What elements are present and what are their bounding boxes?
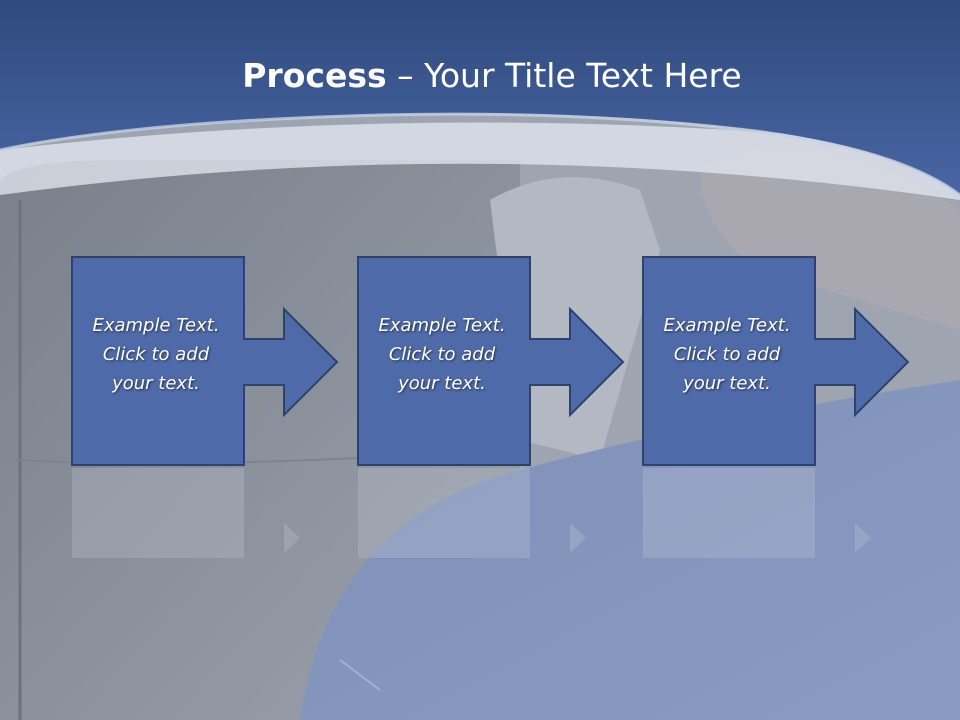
step-line-3: your text.: [683, 373, 771, 394]
slide-title: Process – Your Title Text Here: [0, 54, 960, 98]
step-reflection: [72, 468, 300, 558]
step-reflection: [643, 468, 871, 558]
step-line-1: Example Text.: [663, 315, 791, 336]
step-reflection: [358, 468, 586, 558]
step-text: Example Text. Click to add your text.: [70, 311, 242, 398]
title-rest: – Your Title Text Here: [386, 56, 742, 95]
step-line-2: Click to add: [673, 344, 781, 365]
step-line-2: Click to add: [388, 344, 496, 365]
right-arrow-icon: [357, 256, 625, 466]
header-banner: [0, 0, 960, 197]
step-line-1: Example Text.: [92, 315, 220, 336]
step-line-1: Example Text.: [378, 315, 506, 336]
step-text: Example Text. Click to add your text.: [356, 311, 528, 398]
step-text: Example Text. Click to add your text.: [641, 311, 813, 398]
step-line-3: your text.: [112, 373, 200, 394]
process-step-3[interactable]: Example Text. Click to add your text.: [641, 255, 911, 470]
process-step-1[interactable]: Example Text. Click to add your text.: [70, 255, 340, 470]
right-arrow-icon: [71, 256, 339, 466]
process-step-2[interactable]: Example Text. Click to add your text.: [356, 255, 626, 470]
title-bold: Process: [242, 56, 387, 95]
step-line-3: your text.: [398, 373, 486, 394]
right-arrow-icon: [642, 256, 910, 466]
step-line-2: Click to add: [102, 344, 210, 365]
